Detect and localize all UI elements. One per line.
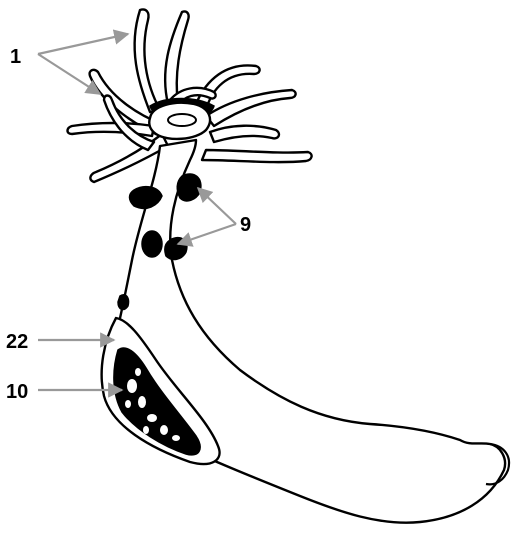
egg [127,379,137,393]
label-inner-content: 10 [6,381,28,403]
label-outer-layer: 22 [6,331,28,353]
egg [125,400,131,408]
callout-arrow-tentacles-a [38,34,128,54]
egg [160,425,168,435]
egg [143,426,149,434]
callout-arrow-buds-b [178,224,236,244]
tentacle [206,90,296,126]
egg [135,368,141,376]
bud [177,174,201,201]
bud [142,231,162,257]
tentacle [135,9,160,112]
column-spot [118,295,129,310]
label-buds: 9 [240,214,251,236]
mouth-opening [168,114,196,126]
body-column [112,140,505,523]
label-tentacles: 1 [10,46,21,68]
tentacle [68,123,155,136]
tentacle [210,126,279,142]
egg [138,396,146,408]
egg [172,435,180,441]
egg [147,414,157,422]
callout-arrow-buds-a [198,188,236,224]
tentacle [202,150,312,162]
